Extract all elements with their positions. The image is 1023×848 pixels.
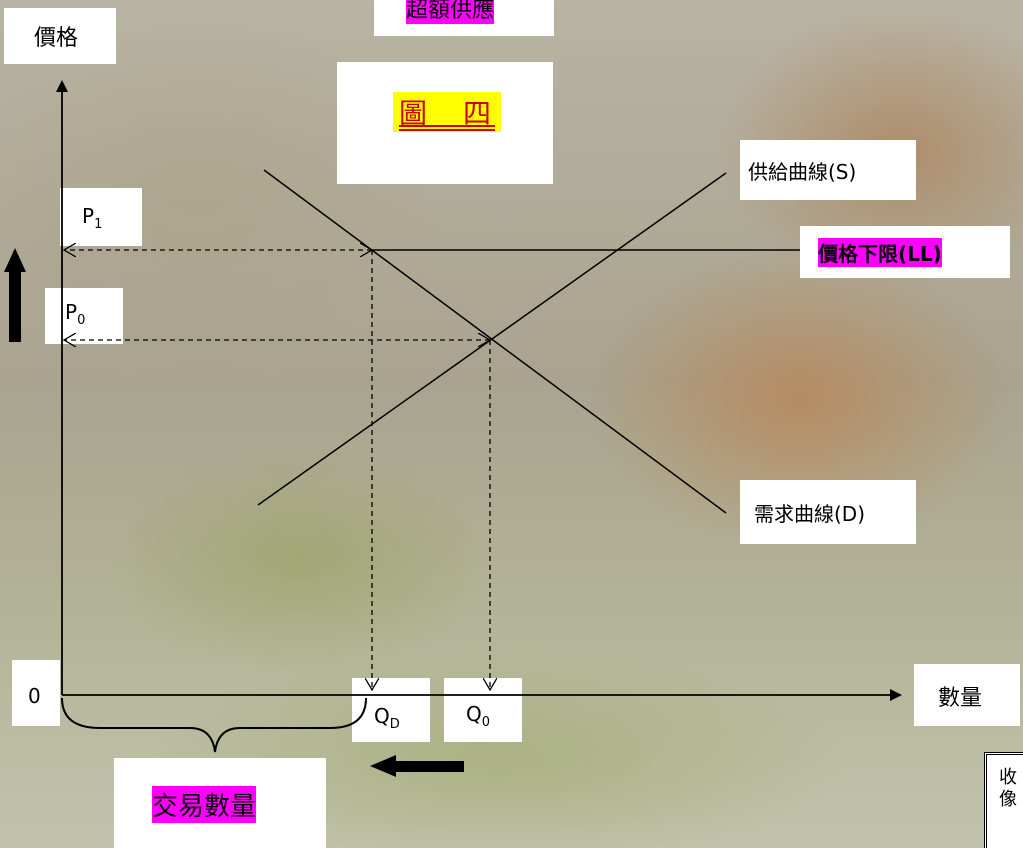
q0-label-box: Q0 — [444, 678, 522, 742]
qd-label: QD — [374, 704, 400, 732]
bracket-label-box: 交易數量 — [114, 758, 326, 848]
figure-title: 圖 四 — [393, 92, 502, 132]
title-box: 圖 四 — [337, 62, 553, 184]
p0-label: P0 — [65, 300, 86, 328]
supply-curve-label: 供給曲線(S) — [748, 160, 857, 184]
top-label-box: 超額供應 — [374, 0, 554, 36]
price-up-arrow-icon — [4, 248, 26, 272]
bracket-label: 交易數量 — [152, 786, 257, 823]
transaction-quantity-brace — [61, 697, 367, 753]
origin-label: 0 — [28, 684, 41, 708]
demand-curve — [263, 169, 727, 514]
origin-label-box: 0 — [12, 660, 60, 726]
corner-note-box: 收 像 — [984, 752, 1023, 848]
price-up-arrow-shaft — [9, 268, 21, 342]
p0-label-box: P0 — [45, 288, 123, 344]
p1-label: P1 — [82, 204, 103, 232]
x-axis-label-box: 數量 — [914, 664, 1020, 726]
quantity-left-arrow-icon — [370, 755, 396, 777]
quantity-left-arrow-shaft — [394, 761, 464, 772]
price-floor-label-box: 價格下限(LL) — [800, 226, 1010, 278]
supply-label-box: 供給曲線(S) — [740, 140, 916, 200]
y-axis-label: 價格 — [34, 26, 79, 51]
corner-note: 收 像 — [999, 767, 1017, 810]
demand-curve-label: 需求曲線(D) — [754, 502, 866, 526]
price-floor-label: 價格下限(LL) — [818, 238, 942, 267]
q0-label: Q0 — [466, 702, 491, 730]
x-axis-label: 數量 — [938, 686, 983, 711]
y-axis-label-box: 價格 — [4, 8, 116, 64]
supply-curve — [257, 172, 727, 506]
top-label: 超額供應 — [406, 0, 495, 24]
demand-label-box: 需求曲線(D) — [740, 480, 916, 544]
p1-label-box: P1 — [60, 188, 142, 246]
